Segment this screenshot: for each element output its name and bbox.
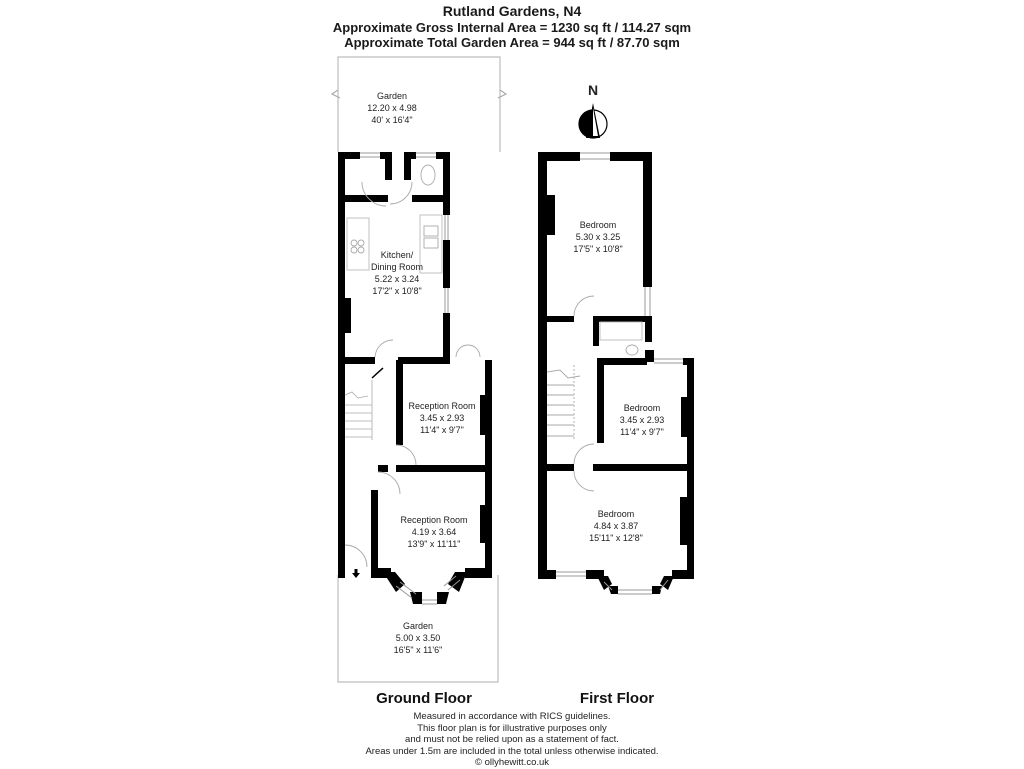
- room-metric-size: 5.00 x 3.50: [395, 633, 441, 643]
- ground-floor-walls: [338, 152, 492, 604]
- room-metric-size: 3.45 x 2.93: [619, 415, 665, 425]
- room-label-reception-room-2: Reception Room 4.19 x 3.64 13'9" x 11'11…: [400, 514, 467, 550]
- room-name: Bedroom: [579, 220, 617, 230]
- room-metric-size: 4.84 x 3.87: [593, 521, 639, 531]
- room-name: Garden: [376, 91, 408, 101]
- ground-floor-title: Ground Floor: [376, 690, 472, 707]
- first-floor-windows: [556, 152, 683, 595]
- room-label-bedroom-2: Bedroom 3.45 x 2.93 11'4" x 9'7": [620, 402, 665, 438]
- north-arrow-icon: [578, 103, 608, 139]
- room-label-rear-garden: Garden 12.20 x 4.98 40' x 16'4": [367, 90, 417, 126]
- room-label-bedroom-3: Bedroom 4.84 x 3.87 15'11" x 12'8": [589, 508, 643, 544]
- room-name: Dining Room: [370, 262, 424, 272]
- ground-floor-plan: [330, 56, 508, 683]
- first-floor-title: First Floor: [579, 690, 655, 707]
- room-metric-size: 4.19 x 3.64: [411, 527, 457, 537]
- room-imperial-size: 13'9" x 11'11": [407, 539, 461, 549]
- footer-line: and must not be relied upon as a stateme…: [405, 734, 619, 745]
- rear-garden-outline: [330, 56, 508, 152]
- room-name: Bedroom: [597, 509, 635, 519]
- first-floor-fixtures: [546, 295, 643, 492]
- first-floor-walls: [538, 152, 694, 594]
- footer-copyright: © ollyhewitt.co.uk: [474, 757, 550, 768]
- room-imperial-size: 17'2" x 10'8": [372, 286, 422, 296]
- room-label-kitchen-dining: Kitchen/ Dining Room 5.22 x 3.24 17'2" x…: [371, 249, 423, 297]
- room-name: Bedroom: [623, 403, 661, 413]
- entrance-arrow-icon: [352, 569, 360, 578]
- compass-north-label: N: [587, 82, 599, 98]
- room-name: Reception Room: [400, 515, 468, 525]
- front-garden-outline: [337, 575, 499, 683]
- room-metric-size: 5.22 x 3.24: [374, 274, 420, 284]
- room-imperial-size: 15'11" x 12'8": [589, 533, 643, 543]
- footer-line: Measured in accordance with RICS guideli…: [413, 711, 611, 722]
- room-name: Reception Room: [408, 401, 476, 411]
- room-name: Kitchen/: [380, 250, 414, 260]
- plan-title: Rutland Gardens, N4: [442, 3, 582, 19]
- room-imperial-size: 17'5" x 10'8": [573, 244, 623, 254]
- room-imperial-size: 11'4" x 9'7": [620, 427, 664, 437]
- footer-line: This floor plan is for illustrative purp…: [417, 722, 607, 734]
- disclaimer-footer: Measured in accordance with RICS guideli…: [0, 711, 1024, 769]
- room-label-reception-room-1: Reception Room 3.45 x 2.93 11'4" x 9'7": [408, 400, 475, 436]
- room-metric-size: 3.45 x 2.93: [419, 413, 465, 423]
- room-metric-size: 5.30 x 3.25: [575, 232, 621, 242]
- room-label-front-garden: Garden 5.00 x 3.50 16'5" x 11'6": [394, 620, 443, 656]
- room-label-bedroom-1: Bedroom 5.30 x 3.25 17'5" x 10'8": [573, 219, 622, 255]
- room-imperial-size: 16'5" x 11'6": [393, 645, 443, 655]
- footer-line: Areas under 1.5m are included in the tot…: [365, 745, 659, 757]
- room-metric-size: 12.20 x 4.98: [367, 103, 417, 113]
- room-imperial-size: 40' x 16'4": [371, 115, 413, 125]
- first-floor-plan: [538, 103, 694, 595]
- ground-stairs: [344, 367, 384, 440]
- room-imperial-size: 11'4" x 9'7": [420, 425, 464, 435]
- total-garden-area: Approximate Total Garden Area = 944 sq f…: [344, 35, 680, 50]
- ground-bay-windows: [360, 152, 461, 605]
- ground-door-swings: [344, 164, 481, 568]
- gross-internal-area: Approximate Gross Internal Area = 1230 s…: [332, 20, 692, 35]
- room-name: Garden: [402, 621, 434, 631]
